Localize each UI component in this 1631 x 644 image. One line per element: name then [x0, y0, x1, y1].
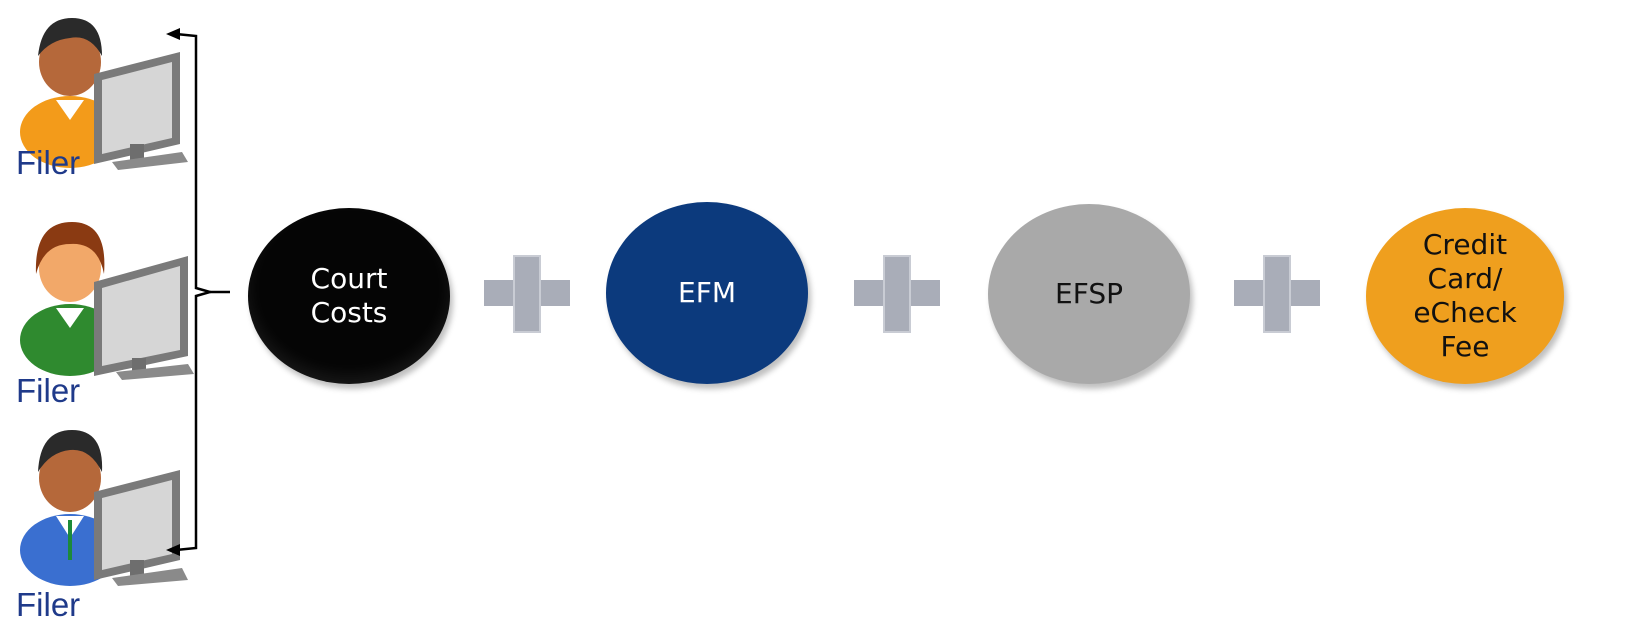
filer-1: Filer — [8, 4, 208, 179]
user-computer-icon — [20, 430, 188, 586]
plus-icon — [484, 255, 570, 333]
filer-2: Filer — [8, 212, 208, 407]
court-costs-circle: Court Costs — [248, 208, 450, 384]
filer-label: Filer — [16, 144, 81, 181]
arrow-head-bottom — [166, 544, 180, 556]
filer-3: Filer — [8, 420, 208, 621]
arrow-head-top — [166, 28, 180, 40]
plus-icon — [1234, 255, 1320, 333]
efsp-label: EFSP — [1055, 276, 1123, 310]
filer-label: Filer — [16, 372, 81, 409]
filer-label: Filer — [16, 586, 81, 623]
efsp-circle: EFSP — [988, 204, 1190, 384]
grouping-bracket — [166, 28, 230, 556]
user-computer-icon — [20, 222, 194, 380]
credit-card-fee-label: Credit Card/ eCheck Fee — [1413, 227, 1517, 364]
efm-label: EFM — [678, 275, 736, 309]
efm-circle: EFM — [606, 202, 808, 384]
credit-card-fee-circle: Credit Card/ eCheck Fee — [1366, 208, 1564, 384]
user-computer-icon — [20, 18, 188, 170]
court-costs-label: Court Costs — [310, 261, 388, 329]
plus-icon — [854, 255, 940, 333]
